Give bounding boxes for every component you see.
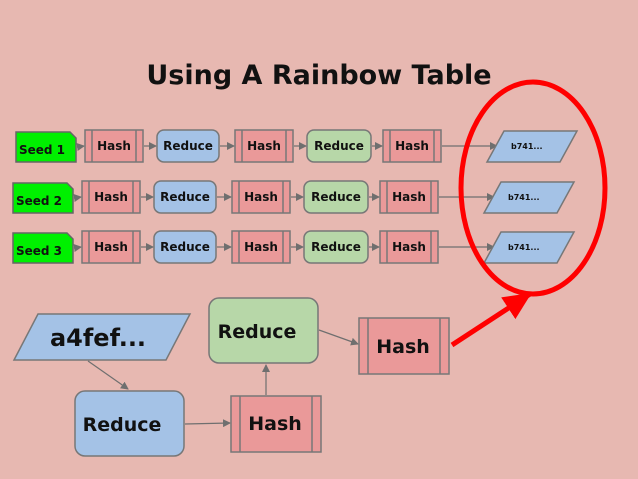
lookup-reduce-1-label: Reduce bbox=[83, 414, 162, 436]
lookup-reduce-1 bbox=[74, 390, 185, 457]
hash-box bbox=[81, 180, 141, 214]
hash-label: Hash bbox=[247, 139, 281, 153]
chain-end-label: b741... bbox=[508, 193, 540, 202]
lookup-hash-2 bbox=[358, 317, 450, 375]
chain-end-label: b741... bbox=[511, 142, 543, 151]
reduce-box bbox=[306, 129, 372, 163]
hash-box bbox=[379, 230, 439, 264]
lookup-reduce-2-label: Reduce bbox=[218, 321, 297, 343]
highlight-arrow bbox=[450, 291, 532, 348]
chain-row-3: Seed 3 Hash Reduce Hash Reduce Hash b741... bbox=[12, 230, 576, 264]
reduce-label: Reduce bbox=[311, 240, 361, 254]
lookup-hash-2-label: Hash bbox=[376, 336, 430, 358]
hash-box bbox=[81, 230, 141, 264]
seed-box bbox=[12, 182, 74, 214]
reduce-label: Reduce bbox=[160, 240, 210, 254]
lookup-input-hash bbox=[12, 313, 192, 361]
reduce-box bbox=[153, 180, 217, 214]
lookup-hash-1-label: Hash bbox=[248, 413, 302, 435]
hash-label: Hash bbox=[244, 190, 278, 204]
chain-end-hash bbox=[485, 130, 579, 163]
chain-end-hash bbox=[482, 181, 576, 214]
hash-label: Hash bbox=[392, 240, 426, 254]
hash-label: Hash bbox=[392, 190, 426, 204]
hash-label: Hash bbox=[97, 139, 131, 153]
reduce-label: Reduce bbox=[314, 139, 364, 153]
hash-box bbox=[231, 180, 291, 214]
hash-box bbox=[234, 129, 294, 163]
reduce-box bbox=[153, 230, 217, 264]
reduce-label: Reduce bbox=[163, 139, 213, 153]
reduce-box bbox=[303, 180, 369, 214]
seed-label: Seed 1 bbox=[19, 143, 65, 157]
chain-row-1: Seed 1 Hash Reduce Hash Reduce Hash b741... bbox=[15, 129, 579, 163]
hash-label: Hash bbox=[244, 240, 278, 254]
seed-box bbox=[12, 232, 74, 264]
seed-label: Seed 2 bbox=[16, 194, 62, 208]
hash-label: Hash bbox=[94, 190, 128, 204]
lookup-reduce-2 bbox=[208, 297, 319, 364]
slide-title: Using A Rainbow Table bbox=[146, 60, 491, 91]
hash-box bbox=[379, 180, 439, 214]
reduce-box bbox=[156, 129, 220, 163]
hash-box bbox=[382, 129, 442, 163]
chain-end-label: b741... bbox=[508, 243, 540, 252]
seed-label: Seed 3 bbox=[16, 244, 62, 258]
hash-box bbox=[84, 129, 144, 163]
hash-label: Hash bbox=[94, 240, 128, 254]
lookup-input-label: a4fef... bbox=[50, 324, 146, 352]
reduce-label: Reduce bbox=[160, 190, 210, 204]
reduce-label: Reduce bbox=[311, 190, 361, 204]
hash-box bbox=[231, 230, 291, 264]
seed-box bbox=[15, 131, 77, 163]
lookup-hash-1 bbox=[230, 395, 322, 453]
reduce-box bbox=[303, 230, 369, 264]
chain-row-2: Seed 2 Hash Reduce Hash Reduce Hash b741... bbox=[12, 180, 576, 214]
lookup-chain: a4fef... Reduce Hash Reduce Hash bbox=[12, 297, 450, 457]
highlight-circle bbox=[458, 79, 608, 297]
chain-end-hash bbox=[482, 231, 576, 264]
hash-label: Hash bbox=[395, 139, 429, 153]
